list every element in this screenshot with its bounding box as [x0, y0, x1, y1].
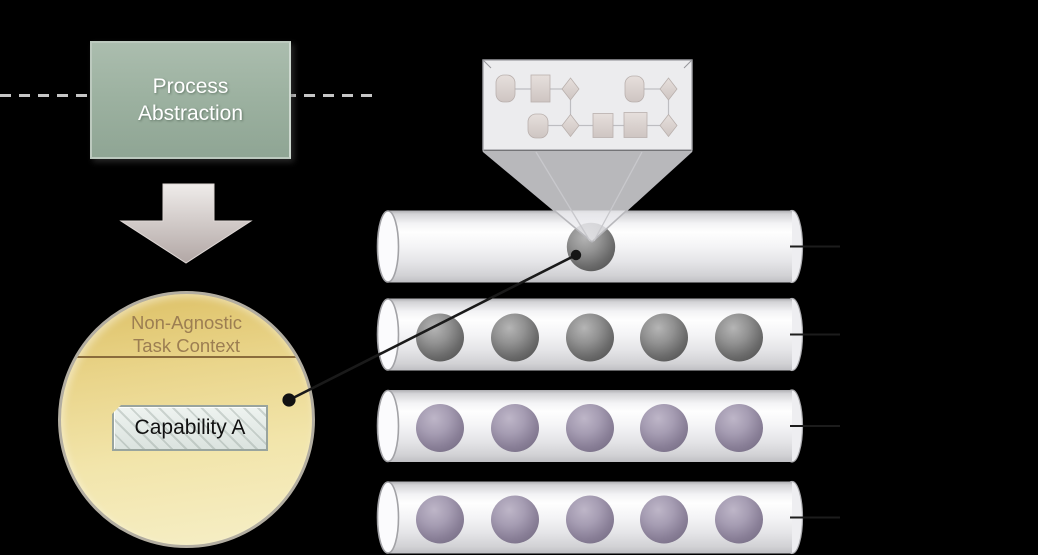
pipe-4	[376, 480, 840, 555]
sphere-purple	[416, 404, 464, 452]
context-divider-line	[61, 356, 312, 358]
sphere-purple	[491, 495, 539, 544]
callout-corner-left	[482, 59, 492, 69]
start-node-3	[527, 113, 549, 139]
start-node-2	[624, 75, 645, 103]
funnel-edge-left	[482, 150, 593, 243]
pipe-left-cap	[376, 210, 400, 283]
start-node-1	[495, 74, 516, 103]
down-arrow-icon	[119, 183, 253, 264]
zoom-callout-panel	[482, 59, 693, 151]
pipe-left-cap	[376, 298, 400, 371]
pipe-left-cap	[376, 481, 400, 554]
callout-panel	[482, 59, 693, 151]
task-node-3	[623, 112, 648, 138]
sphere-purple	[416, 495, 464, 544]
down-arrow-shape	[119, 183, 253, 264]
task-node-1	[530, 74, 551, 103]
sphere-gray	[640, 313, 688, 362]
sphere-purple	[491, 404, 539, 452]
process-abstraction-label: Process Abstraction	[137, 75, 244, 125]
task-context-title: Non-Agnostic Task Context	[130, 312, 243, 356]
flowchart-nodes	[495, 74, 678, 139]
sphere-gray	[416, 313, 464, 362]
callout-corner-right	[683, 59, 693, 69]
sphere-purple	[566, 495, 614, 544]
decision-node-3	[561, 113, 580, 138]
funnel-edge-right	[591, 150, 693, 243]
capability-a-chip: Capability A	[112, 405, 268, 451]
connector-dot-circle-end	[282, 393, 296, 407]
funnel-inner-line-right	[593, 151, 643, 242]
decision-node-4	[659, 113, 678, 138]
sphere-purple	[715, 495, 763, 544]
pipe-2	[376, 297, 840, 372]
sphere-purple	[640, 404, 688, 452]
zoom-funnel-fill	[483, 151, 692, 242]
decision-node-1	[561, 77, 580, 101]
connector-line	[288, 253, 577, 402]
task-context-circle: Non-Agnostic Task Context Capability A	[58, 291, 315, 548]
capability-connector	[282, 249, 582, 407]
flowchart-connectors	[514, 88, 670, 127]
sphere-purple	[566, 404, 614, 452]
pipes-layer	[376, 209, 840, 555]
funnel-inner-line-left	[535, 151, 591, 242]
sphere-purple	[640, 495, 688, 544]
sphere-gray	[491, 313, 539, 362]
decision-node-2	[659, 77, 678, 101]
zoom-funnel	[482, 150, 693, 243]
sphere-purple	[715, 404, 763, 452]
sphere-gray	[566, 313, 614, 362]
sphere-gray	[715, 313, 763, 362]
pipe-3	[376, 389, 840, 463]
pipe-left-cap	[376, 389, 400, 463]
capability-a-label: Capability A	[134, 416, 246, 439]
connector-dot-sphere-end	[570, 249, 582, 261]
process-abstraction-box: Process Abstraction	[90, 41, 291, 159]
task-node-2	[592, 113, 614, 138]
